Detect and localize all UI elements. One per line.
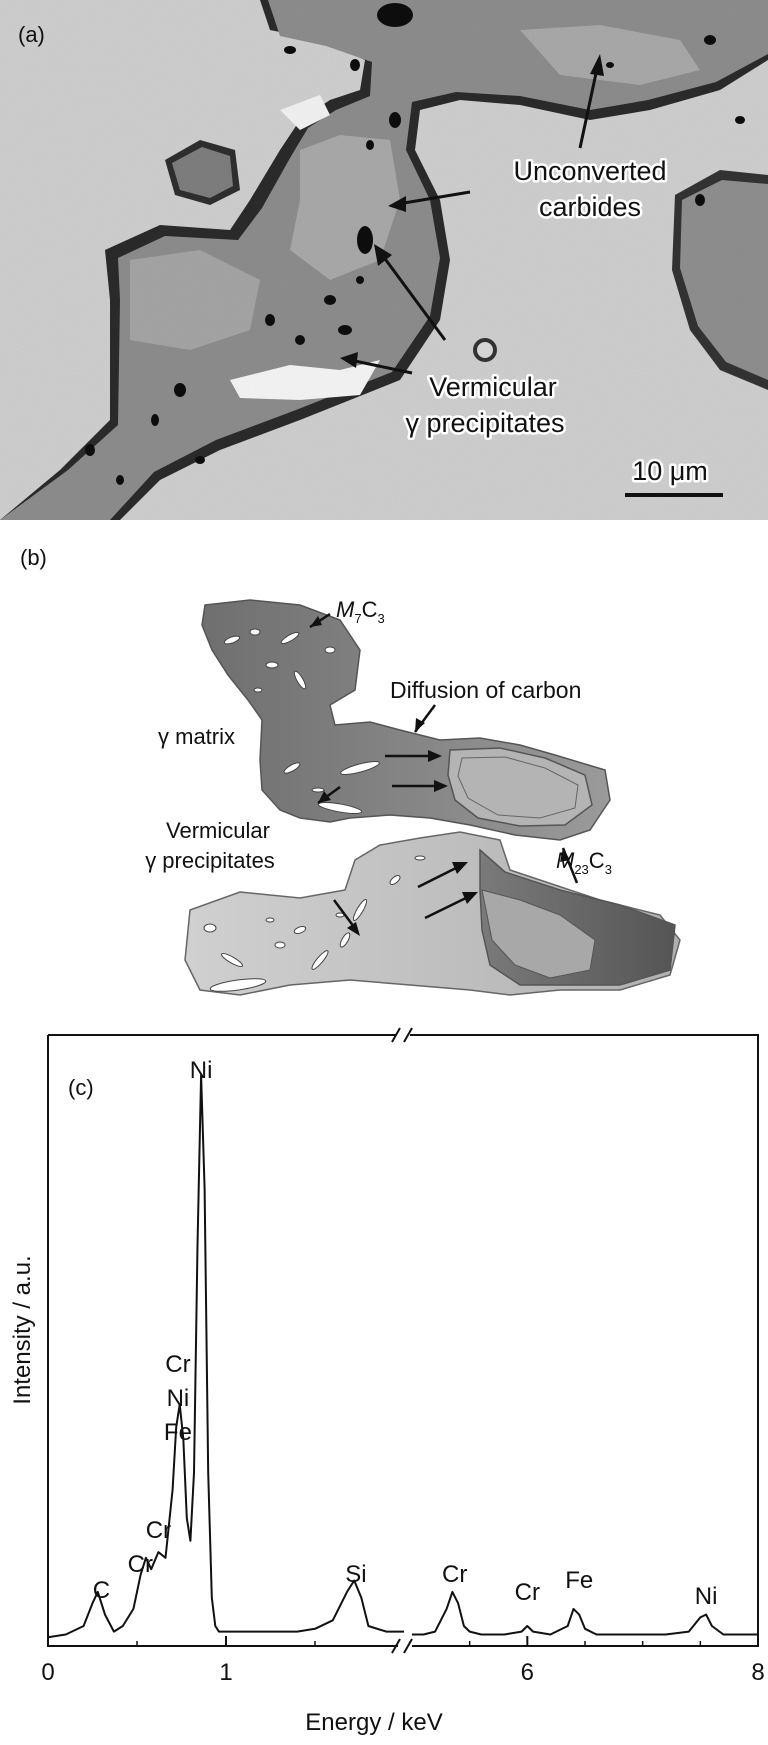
axis-break-mark — [391, 1638, 401, 1654]
panel-c-label: (c) — [68, 1075, 94, 1100]
peak-label-cr: Cr — [515, 1579, 540, 1606]
unconverted-carbides-line2: carbides — [539, 192, 641, 222]
x-tick-labels: 0 1 6 8 — [41, 1659, 764, 1686]
schematic-diagram: (b) — [20, 545, 681, 996]
x-tick-label: 1 — [219, 1659, 232, 1686]
scale-bar-label: 10 μm — [632, 456, 708, 486]
panel-b-label: (b) — [20, 545, 47, 570]
peak-label-fe: Fe — [164, 1419, 192, 1446]
peak-label-cr: Cr — [442, 1561, 467, 1588]
panel-b-schematic: (b) — [0, 520, 768, 1020]
spectrum-line-segment-1 — [47, 1074, 404, 1639]
axis-break-mark — [403, 1638, 413, 1654]
gamma-matrix-label: γ matrix — [158, 724, 235, 749]
peak-label-si: Si — [345, 1561, 366, 1588]
sem-image: (a) Unconverted carbides Vermicular γ pr… — [0, 0, 768, 520]
vermicular-label-line2: γ precipitates — [405, 408, 564, 438]
vermicular-b-line1: Vermicular — [166, 818, 270, 843]
spectrum-series — [47, 1074, 758, 1639]
peak-label-cr: Cr — [128, 1551, 153, 1578]
panel-a-label: (a) — [18, 22, 45, 47]
diffusion-of-carbon-label: Diffusion of carbon — [390, 677, 581, 703]
y-axis-label: Intensity / a.u. — [9, 1255, 36, 1404]
unconverted-carbides-line1: Unconverted — [513, 156, 666, 186]
lower-carbide-light-region — [481, 889, 596, 979]
plot-frame — [47, 1027, 759, 1654]
peak-label-cr: Cr — [165, 1351, 190, 1378]
panel-a-micrograph: (a) Unconverted carbides Vermicular γ pr… — [0, 0, 768, 520]
vermicular-b-line2: γ precipitates — [145, 848, 275, 873]
peak-label-fe: Fe — [565, 1567, 593, 1594]
m23c3-inner-outline — [457, 756, 579, 819]
x-tick-label: 8 — [751, 1659, 764, 1686]
peak-label-cr: Cr — [146, 1517, 171, 1544]
axis-break-mark — [391, 1027, 401, 1043]
vermicular-label-line1: Vermicular — [429, 372, 557, 402]
x-axis-label: Energy / keV — [305, 1709, 442, 1736]
peak-label-c: C — [93, 1577, 110, 1604]
peak-label-ni: Ni — [167, 1385, 190, 1412]
axis-left-bottom — [47, 1035, 398, 1647]
panel-a-arrowheads — [340, 54, 604, 368]
x-tick-label: 0 — [41, 1659, 54, 1686]
vermicular-precipitates — [203, 628, 426, 992]
axis-right-segment — [410, 1034, 759, 1647]
spectrum-line-segment-2 — [412, 1590, 758, 1636]
x-tick-label: 6 — [521, 1659, 534, 1686]
m7c3-label: M7C3 — [336, 597, 385, 626]
peak-label-ni: Ni — [190, 1057, 213, 1084]
panel-b-arrowheads — [310, 616, 570, 936]
panel-a-arrows — [349, 63, 600, 375]
peak-label-ni: Ni — [695, 1583, 718, 1610]
axis-break-mark — [403, 1027, 413, 1043]
m23c3-label: M23C3 — [556, 848, 612, 877]
